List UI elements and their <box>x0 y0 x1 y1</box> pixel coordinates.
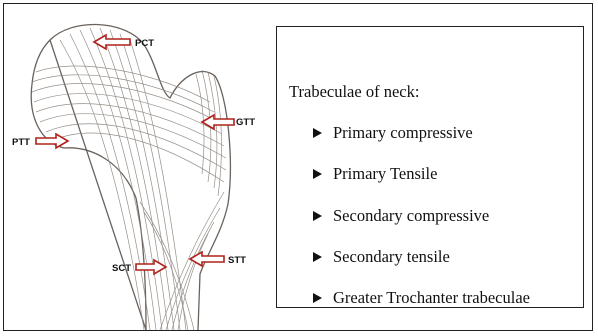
femur-outline <box>31 24 230 330</box>
legend-item-label: Primary Tensile <box>333 164 437 184</box>
ptt-arrow <box>36 134 68 148</box>
sct-label: SCT <box>112 263 131 274</box>
pct-label: PCT <box>135 38 154 49</box>
legend-item-label: Primary compressive <box>333 123 473 143</box>
stt-label: STT <box>228 255 246 266</box>
sct-arrow <box>136 260 166 274</box>
legend-item-label: Greater Trochanter trabeculae <box>333 288 530 308</box>
legend-item-secondary-tensile: Secondary tensile <box>313 247 450 267</box>
legend-item-greater-trochanter: Greater Trochanter trabeculae <box>313 288 530 308</box>
figure-frame: PCT GTT PTT SCT STT Trabeculae of neck: <box>3 3 593 331</box>
arrow-bullet-icon <box>313 293 322 303</box>
femur-illustration: PCT GTT PTT SCT STT <box>10 12 268 330</box>
arrow-bullet-icon <box>313 169 322 179</box>
arrow-bullet-icon <box>313 211 322 221</box>
gtt-label: GTT <box>236 117 255 128</box>
legend-item-primary-compressive: Primary compressive <box>313 123 473 143</box>
legend-item-primary-tensile: Primary Tensile <box>313 164 437 184</box>
arrow-bullet-icon <box>313 252 322 262</box>
ptt-label: PTT <box>12 137 30 148</box>
legend-item-secondary-compressive: Secondary compressive <box>313 206 489 226</box>
legend-heading: Trabeculae of neck: <box>289 82 419 102</box>
legend-box: Trabeculae of neck: Primary compressive … <box>276 26 584 308</box>
gtt-arrow <box>202 115 234 129</box>
legend-item-label: Secondary compressive <box>333 206 489 226</box>
legend-item-label: Secondary tensile <box>333 247 450 267</box>
arrow-bullet-icon <box>313 128 322 138</box>
